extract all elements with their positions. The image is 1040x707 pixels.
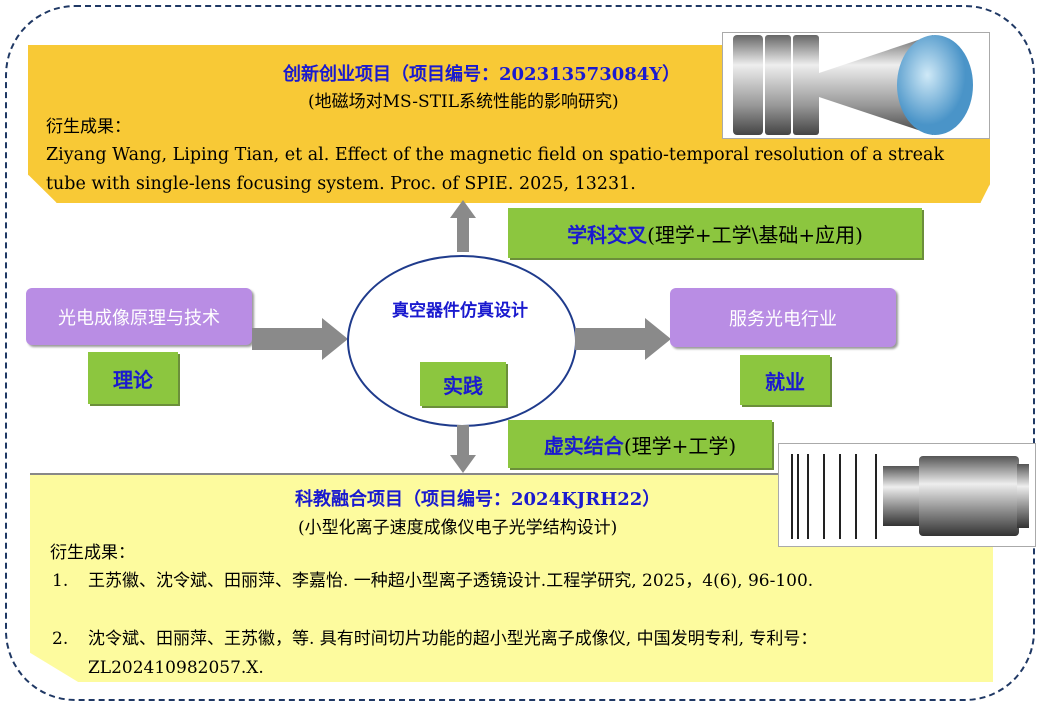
virtual-real-box: 虚实结合(理学+工学) (508, 420, 772, 468)
arrow-down-icon (450, 425, 476, 473)
top-project-subtitle: (地磁场对MS-STIL系统性能的影响研究) (308, 92, 619, 112)
dashed-frame (5, 5, 1035, 701)
top-results-label: 衍生成果： (46, 117, 131, 137)
employment-tag: 就业 (740, 355, 830, 405)
bottom-project-title: 科教融合项目（项目编号：2024KJRH22） (295, 489, 661, 510)
practice-tag: 实践 (420, 362, 506, 406)
theory-tag: 理论 (88, 352, 178, 404)
result-item: 沈令斌、田丽萍、王苏徽，等. 具有时间切片功能的超小型光离子成像仪, 中国发明专… (88, 629, 818, 678)
arrow-right-icon (252, 318, 348, 360)
top-project-title: 创新创业项目（项目编号：202313573084Y） (283, 64, 681, 85)
arrow-right-icon (575, 318, 671, 360)
cross-bold: 学科交叉 (567, 222, 648, 247)
virtual-bold: 虚实结合 (543, 433, 624, 458)
streak-tube-image (722, 32, 990, 139)
employment-box: 服务光电行业 (670, 288, 896, 347)
employment-tag-label: 就业 (765, 369, 805, 394)
item-number: 2. (52, 629, 69, 649)
bottom-results-label: 衍生成果： (50, 543, 135, 563)
top-results-text: Ziyang Wang, Liping Tian, et al. Effect … (46, 145, 945, 194)
arrow-up-icon (450, 200, 476, 252)
cross-discipline-box: 学科交叉(理学+工学\基础+应用) (508, 208, 922, 258)
item-number: 1. (52, 571, 69, 591)
cross-rest: (理学+工学\基础+应用) (647, 222, 863, 247)
ion-lens-icon (791, 454, 1029, 539)
virtual-rest: (理学+工学) (623, 433, 737, 458)
bottom-project-subtitle: (小型化离子速度成像仪电子光学结构设计) (298, 518, 618, 538)
ion-lens-image (778, 443, 1036, 547)
streak-tube-icon (733, 35, 973, 135)
theory-box: 光电成像原理与技术 (26, 288, 252, 345)
practice-label: 真空器件仿真设计 (392, 301, 528, 321)
practice-tag-label: 实践 (443, 373, 483, 398)
result-item: 王苏徽、沈令斌、田丽萍、李嘉怡. 一种超小型离子透镜设计.工程学研究, 2025… (88, 571, 814, 591)
theory-tag-label: 理论 (113, 367, 153, 392)
